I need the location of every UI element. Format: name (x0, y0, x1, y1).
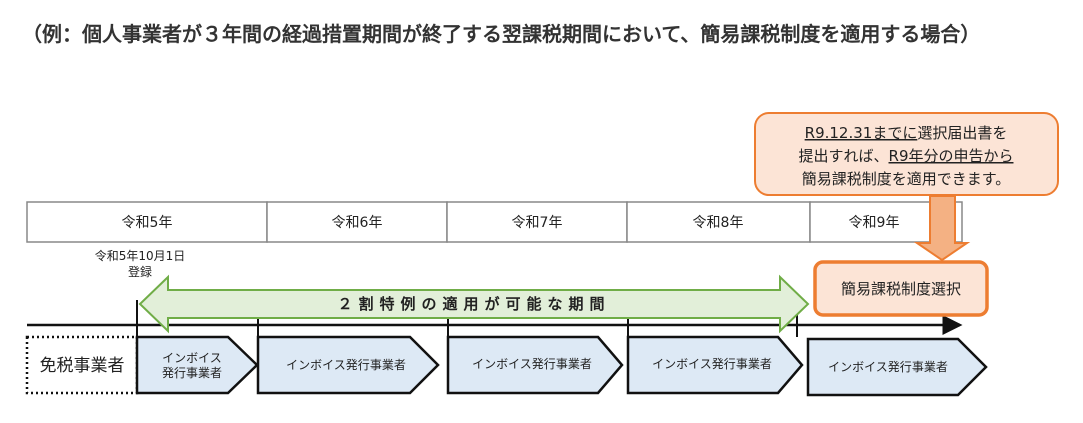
invoice-label: インボイス発行事業者 (472, 357, 592, 371)
exempt-label: 免税事業者 (40, 356, 125, 376)
invoice-period-chevron (135, 335, 259, 395)
invoice-period-chevron (256, 335, 440, 395)
down-arrow-icon (913, 195, 971, 262)
year-cell (626, 201, 811, 243)
invoice-label: インボイス (162, 351, 222, 365)
year-cell (446, 201, 628, 243)
year-label: 令和9年 (849, 215, 900, 231)
registration-label: 登録 (128, 264, 152, 279)
simplified-tax-selection-box (813, 260, 989, 317)
invoice-period-chevron (626, 335, 804, 395)
invoice-label: インボイス発行事業者 (652, 357, 772, 371)
callout-box (754, 112, 1059, 196)
special-period-double-arrow (138, 274, 810, 334)
special-period-label: ２割特例の適用が可能な期間 (337, 295, 610, 313)
example-heading: （例：個人事業者が３年間の経過措置期間が終了する翌課税期間において、簡易課税制度… (22, 22, 981, 46)
year-cell (266, 201, 448, 243)
callout-line-3: 簡易課税制度を適用できます。 (802, 170, 1011, 188)
invoice-period-chevron (806, 337, 988, 397)
exempt-box (25, 335, 139, 395)
invoice-period-chevron (446, 335, 624, 395)
year-label: 令和8年 (693, 215, 744, 231)
invoice-label: インボイス発行事業者 (828, 360, 948, 374)
callout-line-1: R9.12.31までに選択届出書を (805, 124, 1008, 142)
invoice-label: インボイス発行事業者 (286, 358, 406, 372)
selection-label: 簡易課税制度選択 (841, 280, 961, 298)
year-label: 令和5年 (122, 215, 173, 231)
callout-line-2: 提出すれば、R9年分の申告から (799, 147, 1014, 165)
year-cell (26, 201, 268, 243)
registration-date: 令和5年10月1日 (95, 248, 186, 263)
year-label: 令和6年 (332, 215, 383, 231)
invoice-label: 発行事業者 (162, 366, 222, 380)
year-label: 令和7年 (512, 215, 563, 231)
